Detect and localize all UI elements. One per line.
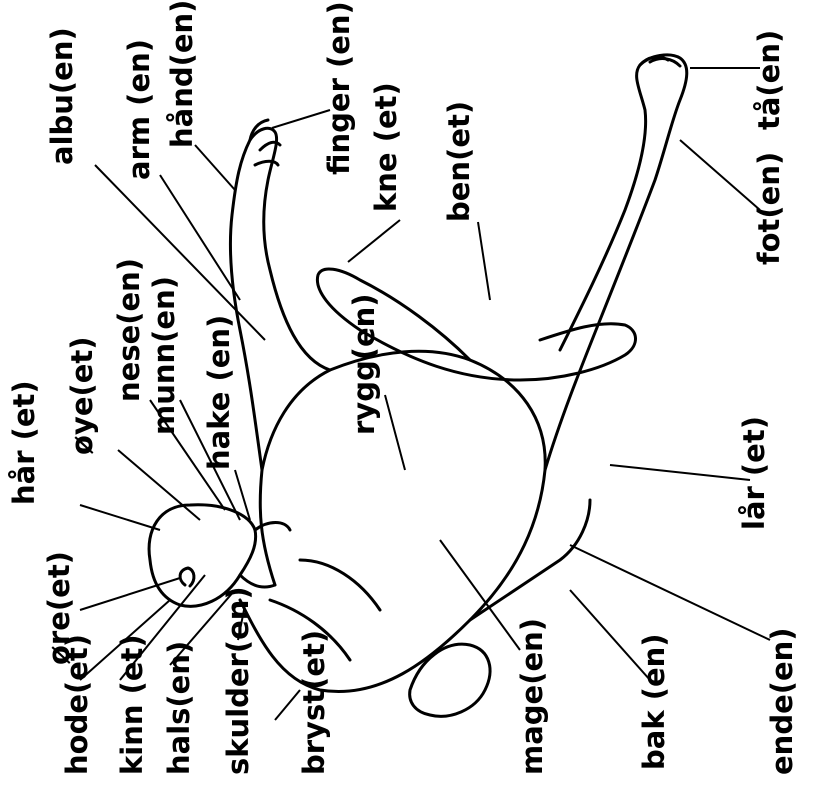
label-munn: munn(en) — [150, 276, 179, 435]
leader-ende — [570, 545, 770, 640]
label-hals: hals(en) — [165, 641, 194, 775]
leader-lines — [80, 68, 770, 720]
leader-ben — [478, 222, 490, 300]
label-ben: ben(et) — [445, 101, 474, 222]
label-haar: hår (et) — [10, 380, 39, 505]
label-kinn: kinn (et) — [118, 634, 147, 775]
label-skulder: skulder(en) — [224, 586, 253, 775]
ear-outline — [180, 568, 194, 586]
label-hake: hake (en) — [205, 315, 234, 470]
leader-oye — [118, 450, 200, 520]
label-rygg: rygg(en) — [350, 293, 379, 435]
label-ende: ende(en) — [768, 627, 797, 775]
label-mage: mage(en) — [518, 618, 547, 775]
label-nese: nese(en) — [115, 258, 144, 402]
label-arm: arm (en) — [125, 39, 154, 180]
leader-haand — [195, 145, 235, 190]
label-oye: øye(et) — [68, 336, 97, 455]
label-bryst: bryst(et) — [300, 630, 329, 775]
label-finger: finger (en) — [325, 1, 354, 175]
leader-haar — [80, 505, 160, 530]
leader-rygg — [385, 395, 405, 470]
label-haand: hånd(en) — [168, 0, 197, 148]
label-albu: albu(en) — [48, 27, 77, 165]
label-laar: lår (et) — [740, 416, 769, 530]
leader-fot — [680, 140, 760, 210]
label-hode: hode(et) — [63, 634, 92, 775]
lower-hand-outline — [410, 644, 490, 716]
label-fot: fot(en) — [755, 152, 784, 265]
extended-leg-outline — [545, 55, 687, 470]
label-bak: bak (en) — [640, 633, 669, 770]
torso-outline — [240, 351, 545, 691]
label-kne: kne (et) — [372, 82, 401, 212]
toes-outline — [640, 57, 680, 66]
leader-laar — [610, 465, 750, 480]
leader-kne — [348, 220, 400, 262]
label-taa: tå(en) — [755, 30, 784, 130]
